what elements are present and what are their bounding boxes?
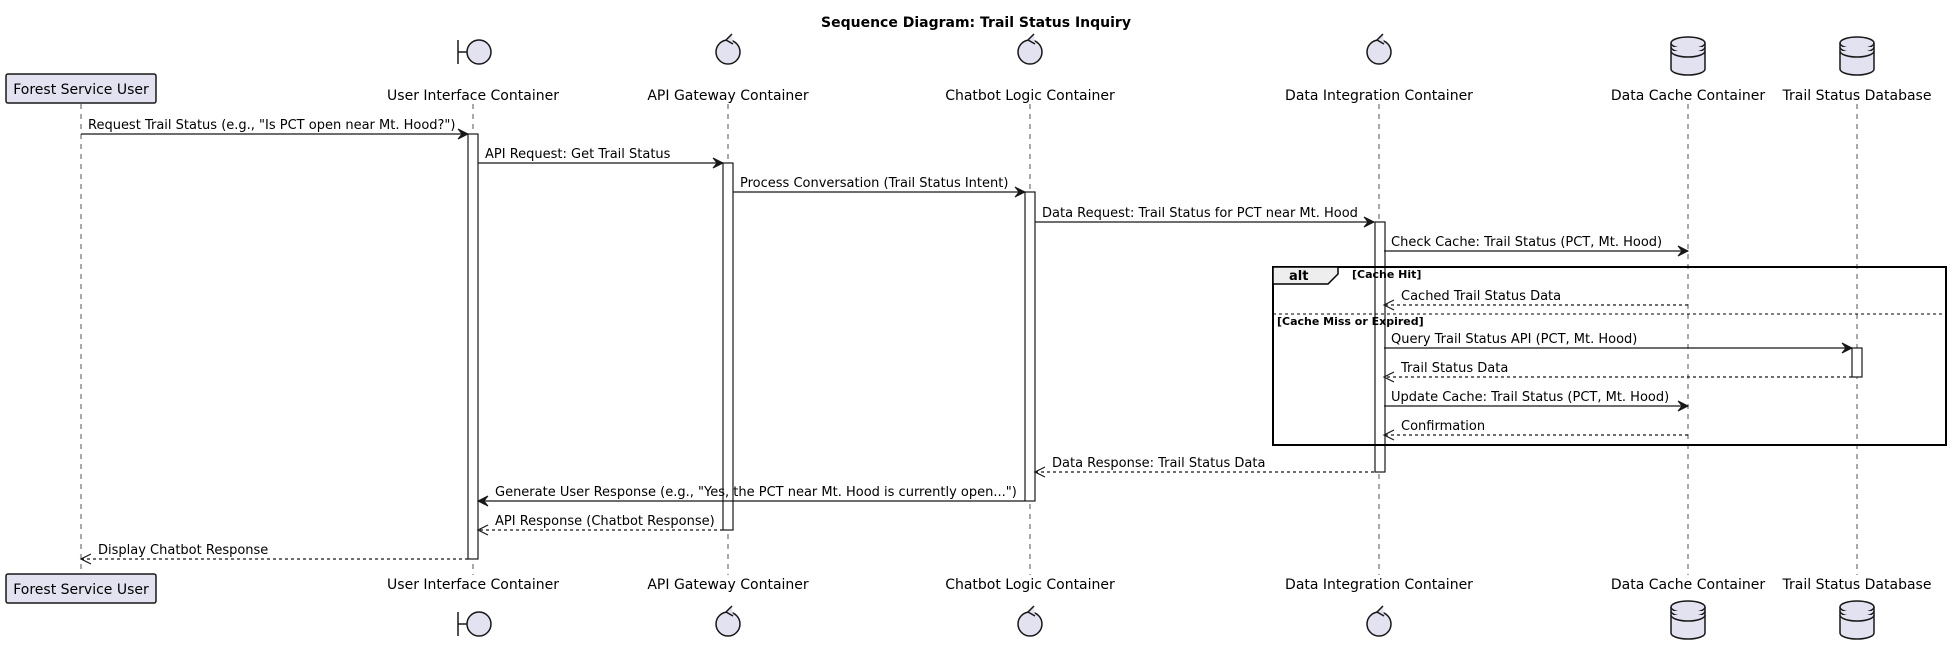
participant-ui-bottom: User Interface Container — [387, 577, 559, 637]
participant-cache-bottom: Data Cache Container — [1611, 577, 1766, 640]
database-icon — [1670, 36, 1706, 76]
participant-db-top: Trail Status Database — [1782, 36, 1932, 104]
alt-keyword: alt — [1289, 269, 1308, 284]
arrowhead-open — [1033, 466, 1046, 478]
control-icon — [1017, 33, 1043, 65]
message: API Response (Chatbot Response) — [476, 514, 723, 536]
participant-user-top: Forest Service User — [5, 73, 157, 104]
participant-gw-top: API Gateway Container — [647, 33, 809, 104]
alt-branch-label: [Cache Miss or Expired] — [1277, 315, 1424, 328]
participant-gw-bottom: API Gateway Container — [647, 577, 809, 637]
message: API Request: Get Trail Status — [478, 147, 725, 169]
diagram-title: Sequence Diagram: Trail Status Inquiry — [821, 15, 1131, 31]
arrowhead-filled — [1677, 400, 1690, 412]
participant-db-bottom: Trail Status Database — [1782, 577, 1932, 640]
activation-bar-ui — [467, 133, 479, 560]
activation-bar-db — [1851, 347, 1863, 378]
message: Process Conversation (Trail Status Inten… — [733, 176, 1027, 198]
alt-tab — [1272, 266, 1339, 285]
participant-label: Data Cache Container — [1611, 577, 1766, 593]
message: Query Trail Status API (PCT, Mt. Hood) — [1384, 332, 1854, 354]
message-label: API Request: Get Trail Status — [485, 147, 671, 162]
participant-bot-bottom: Chatbot Logic Container — [945, 577, 1115, 637]
arrowhead-open — [476, 524, 489, 536]
alt-branch-label: [Cache Hit] — [1352, 268, 1421, 281]
message-label: Query Trail Status API (PCT, Mt. Hood) — [1391, 332, 1637, 347]
message-label: API Response (Chatbot Response) — [495, 514, 715, 529]
activation-bar-bot — [1024, 191, 1036, 502]
participant-di-bottom: Data Integration Container — [1285, 577, 1473, 637]
message: Data Response: Trail Status Data — [1033, 456, 1374, 478]
message-label: Process Conversation (Trail Status Inten… — [740, 176, 1008, 191]
message: Display Chatbot Response — [79, 543, 468, 565]
arrowhead-filled — [1014, 186, 1027, 198]
participant-user-bottom: Forest Service User — [5, 573, 157, 604]
participant-label: API Gateway Container — [647, 88, 809, 104]
arrowhead-open — [1382, 429, 1395, 441]
participant-di-top: Data Integration Container — [1285, 33, 1473, 104]
participant-label: Data Integration Container — [1285, 88, 1473, 104]
participant-label: Data Cache Container — [1611, 88, 1766, 104]
database-icon — [1670, 600, 1706, 640]
arrowhead-filled — [476, 495, 489, 507]
participant-label: Data Integration Container — [1285, 577, 1473, 593]
arrowhead-filled — [1677, 245, 1690, 257]
participant-bot-top: Chatbot Logic Container — [945, 33, 1115, 104]
message: Request Trail Status (e.g., "Is PCT open… — [81, 118, 470, 140]
arrowhead-filled — [457, 128, 470, 140]
participant-label: Trail Status Database — [1782, 577, 1932, 593]
boundary-icon — [457, 39, 492, 65]
participant-box — [5, 573, 157, 604]
message-label: Generate User Response (e.g., "Yes, the … — [495, 485, 1017, 500]
arrowhead-filled — [1363, 216, 1376, 228]
participant-label: API Gateway Container — [647, 577, 809, 593]
message: Confirmation — [1382, 419, 1688, 441]
message-label: Trail Status Data — [1400, 361, 1508, 376]
participant-label: Chatbot Logic Container — [945, 88, 1115, 104]
boundary-icon — [457, 611, 492, 637]
arrowhead-filled — [1841, 342, 1854, 354]
participant-label: Chatbot Logic Container — [945, 577, 1115, 593]
message-label: Cached Trail Status Data — [1401, 289, 1561, 304]
message-label: Data Response: Trail Status Data — [1052, 456, 1265, 471]
participant-label: User Interface Container — [387, 88, 559, 104]
message: Generate User Response (e.g., "Yes, the … — [476, 485, 1025, 507]
message-label: Confirmation — [1401, 419, 1485, 434]
message-label: Check Cache: Trail Status (PCT, Mt. Hood… — [1391, 235, 1662, 250]
database-icon — [1839, 600, 1875, 640]
arrowhead-open — [79, 553, 92, 565]
arrowhead-open — [1382, 299, 1395, 311]
participant-cache-top: Data Cache Container — [1611, 36, 1766, 104]
participant-ui-top: User Interface Container — [387, 39, 559, 104]
participant-label: Forest Service User — [13, 82, 149, 98]
message-label: Data Request: Trail Status for PCT near … — [1042, 206, 1358, 221]
arrowhead-filled — [712, 157, 725, 169]
participant-label: Forest Service User — [13, 582, 149, 598]
message: Update Cache: Trail Status (PCT, Mt. Hoo… — [1384, 390, 1690, 412]
activation-bar-di — [1374, 221, 1386, 473]
database-icon — [1839, 36, 1875, 76]
message-label: Update Cache: Trail Status (PCT, Mt. Hoo… — [1391, 390, 1669, 405]
arrowhead-open — [1382, 371, 1395, 383]
control-icon — [715, 605, 741, 637]
control-icon — [1017, 605, 1043, 637]
message-label: Display Chatbot Response — [98, 543, 268, 558]
message: Trail Status Data — [1382, 361, 1852, 383]
message: Data Request: Trail Status for PCT near … — [1035, 206, 1376, 228]
control-icon — [1366, 33, 1392, 65]
participant-box — [5, 73, 157, 104]
alt-fragment: alt [Cache Hit] [Cache Miss or Expired] — [1272, 266, 1947, 446]
message: Cached Trail Status Data — [1382, 289, 1688, 311]
control-icon — [715, 33, 741, 65]
participant-label: User Interface Container — [387, 577, 559, 593]
control-icon — [1366, 605, 1392, 637]
message: Check Cache: Trail Status (PCT, Mt. Hood… — [1384, 235, 1690, 257]
participant-label: Trail Status Database — [1782, 88, 1932, 104]
activation-bar-gw — [722, 162, 734, 531]
message-label: Request Trail Status (e.g., "Is PCT open… — [88, 118, 455, 133]
